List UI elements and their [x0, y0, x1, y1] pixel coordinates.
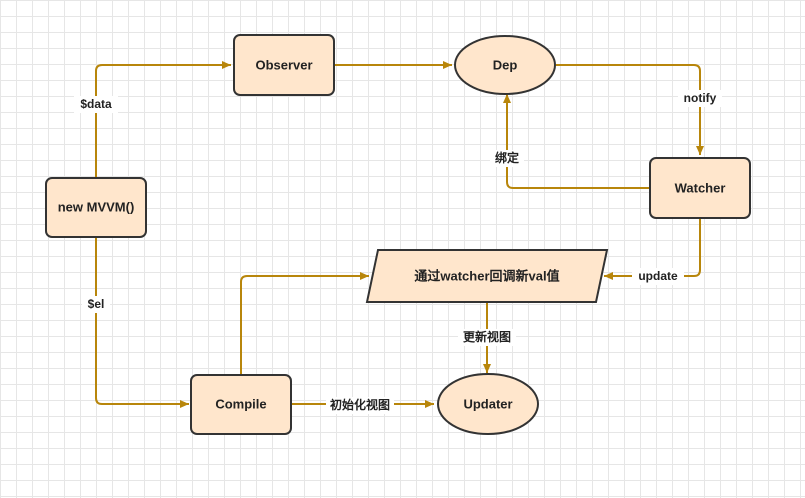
edge-dep-to-watcher: [556, 64, 704, 155]
edge-label-bind: 绑定: [495, 150, 519, 165]
edge-mvvm-to-observer: [95, 61, 231, 177]
edges: [95, 61, 704, 408]
updater-label: Updater: [463, 396, 512, 411]
watcher-node: [649, 157, 751, 219]
edge-label-init-view: 初始化视图: [330, 397, 390, 412]
dep-label: Dep: [493, 57, 518, 72]
edge-label-notify: notify: [684, 91, 717, 105]
observer-label: Observer: [255, 57, 312, 72]
edge-label-el: $el: [88, 297, 105, 311]
compile-node: [190, 374, 292, 435]
compile-label: Compile: [215, 396, 266, 411]
edge-label-data: $data: [80, 97, 112, 111]
edge-labels: $data notify 绑定 $el update 更新视图 初始化视图: [74, 90, 722, 414]
updater-node: [437, 373, 539, 435]
edge-mvvm-to-compile: [95, 238, 189, 408]
mvvm-label: new MVVM(): [58, 199, 135, 214]
dep-node: [454, 35, 556, 95]
update-callback-node: [365, 249, 609, 303]
watcher-label: Watcher: [675, 180, 726, 195]
nodes: Observer Dep Watcher new MVVM() 通过watche…: [45, 34, 751, 435]
update-callback-label: 通过watcher回调新val值: [414, 268, 559, 283]
edge-label-refresh-view: 更新视图: [463, 329, 511, 344]
observer-node: [233, 34, 335, 96]
edge-watcher-to-dep: [503, 94, 650, 189]
edge-label-update: update: [638, 269, 678, 283]
mvvm-node: [45, 177, 147, 238]
edge-watcher-to-update-box: [604, 219, 701, 280]
edge-compile-to-update-box: [240, 272, 369, 374]
